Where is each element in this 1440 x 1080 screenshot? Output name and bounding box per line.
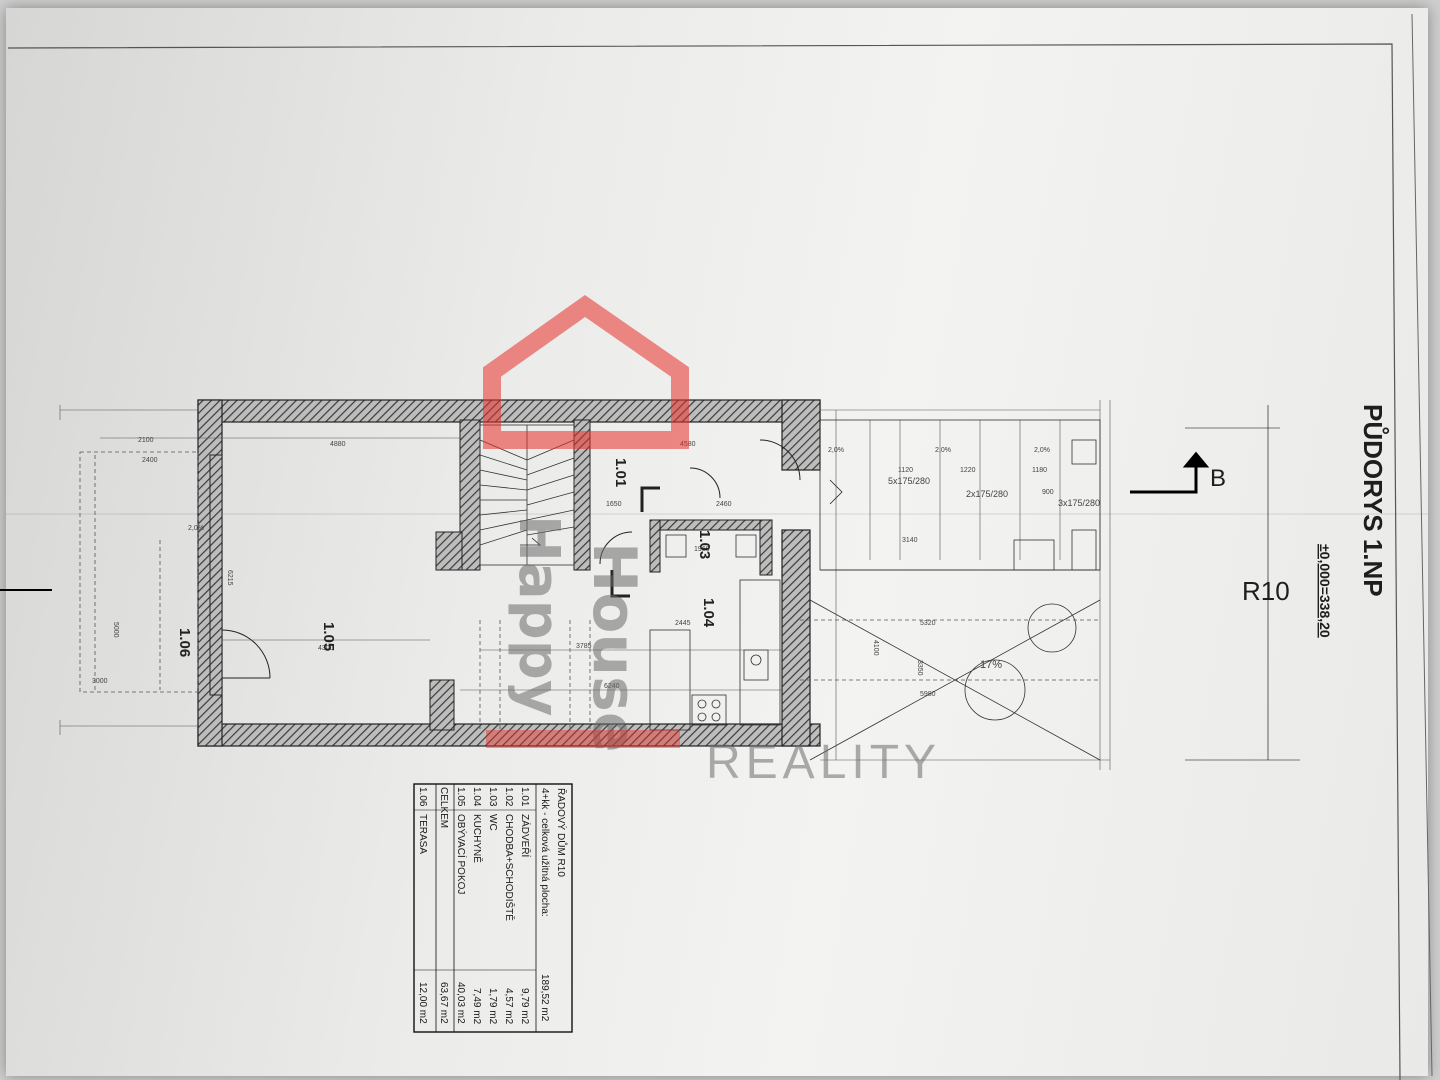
terrace-outline (79, 451, 1100, 730)
room-numbers: 1.01 1.03 1.04 1.05 1.06 (176, 458, 717, 657)
dim-2400: 2400 (142, 457, 158, 464)
legend-row-name: KUCHYNĚ (471, 814, 484, 863)
dim-2100: 2100 (138, 437, 154, 444)
dim-2460: 2460 (716, 501, 732, 508)
legend-row-area: 40,03 m2 (455, 982, 466, 1024)
dim-slope-a: 2,0% (188, 525, 204, 532)
inner-walls (209, 419, 773, 731)
watermark-logo: Happy House REALITY (483, 295, 941, 789)
dim-4100: 4100 (872, 640, 879, 656)
dim-slope-d: 2,0% (1034, 447, 1050, 454)
legend-total-value: 63,67 m2 (438, 982, 449, 1024)
dim-1220: 1220 (960, 467, 976, 474)
dim-5980: 5980 (920, 691, 936, 698)
dim-2445: 2445 (675, 620, 691, 627)
legend-subheader-value: 189,52 m2 (539, 974, 550, 1022)
legend-row-num: 1.03 (487, 787, 498, 807)
paper-sheet (6, 8, 1428, 1076)
legend-total-label: CELKEM (438, 787, 449, 828)
watermark-house: House (579, 542, 649, 753)
dim-3785: 3785 (576, 643, 592, 650)
legend-row-num: 1.01 (519, 787, 530, 807)
dim-3140: 3140 (902, 537, 918, 544)
stair-label-c: 3x175/280 (1058, 498, 1100, 508)
legend-row-area: 4,57 m2 (503, 988, 514, 1025)
dim-6240: 6240 (604, 683, 620, 690)
staircase (479, 424, 575, 566)
sheet-edge (1411, 13, 1433, 1077)
legend-row-area: 7,49 m2 (471, 988, 482, 1025)
legend-row-name: CHODBA+SCHODIŠTĚ (503, 814, 516, 921)
legend-row-name: OBÝVACÍ POKOJ (455, 814, 468, 894)
legend-row-num: 1.05 (455, 787, 466, 807)
dim-4880: 4880 (330, 441, 346, 448)
room-1.04: 1.04 (700, 598, 717, 628)
dim-1120: 1120 (898, 467, 913, 474)
legend-row-name: WC (487, 814, 498, 831)
dim-slope-c: 2,0% (935, 447, 951, 454)
dim-slope-b: 2,0% (828, 447, 844, 454)
stair-label-b: 2x175/280 (966, 489, 1008, 499)
legend-row-num: 1.02 (503, 787, 514, 807)
room-1.01: 1.01 (612, 458, 629, 487)
section-marker (1130, 405, 1300, 761)
legend-row-name: TERASA (417, 814, 428, 854)
level-reference: ±0,000=338,20 (1317, 544, 1333, 638)
legend-row-name: ZÁDVEŘÍ (519, 814, 532, 858)
sheet-border (7, 43, 1401, 1080)
room-1.05: 1.05 (320, 622, 337, 651)
legend-row-area: 1,79 m2 (487, 988, 498, 1025)
dimension-labels: 4880 4580 4300 6240 3785 2445 1650 2460 … (92, 437, 1054, 698)
stair-label-a: 5x175/280 (888, 476, 930, 486)
room-1.03: 1.03 (696, 530, 713, 559)
legend-row-num: 1.06 (417, 787, 428, 807)
unit-label: R10 (1242, 576, 1290, 606)
dim-6215: 6215 (226, 570, 233, 586)
dim-3350: 3350 (916, 660, 923, 676)
legend-row-area: 12,00 m2 (417, 982, 428, 1024)
dimension-lines (0, 400, 1111, 770)
exterior-steps (809, 419, 1101, 761)
dim-4300: 4300 (318, 645, 334, 652)
dim-3000: 3000 (92, 678, 108, 685)
legend-header: ŘADOVÝ DŮM R10 (555, 788, 568, 877)
dim-5000: 5000 (112, 622, 119, 638)
legend-subheader-label: 4+kk - celková užitná plocha: (539, 788, 550, 917)
kitchen-units (649, 534, 781, 731)
watermark-happy: Happy (506, 515, 571, 716)
room-legend-table: ŘADOVÝ DŮM R10 4+kk - celková užitná plo… (413, 783, 573, 1033)
drawing-title: PŮDORYS 1.NP (1358, 404, 1390, 597)
dim-1650: 1650 (606, 501, 622, 508)
dim-5320: 5320 (920, 620, 936, 627)
paper-fold (6, 513, 1428, 515)
legend-row-num: 1.04 (471, 787, 482, 807)
legend-row-area: 9,79 m2 (519, 988, 530, 1025)
room-1.06: 1.06 (176, 628, 193, 657)
terrace-slope: 17% (980, 659, 1002, 671)
watermark-reality: REALITY (706, 736, 941, 789)
dim-1960: 1960 (694, 546, 710, 553)
dim-900: 900 (1042, 489, 1054, 496)
dim-1180: 1180 (1032, 467, 1047, 474)
section-letter: B (1210, 465, 1226, 492)
doors (221, 439, 801, 679)
